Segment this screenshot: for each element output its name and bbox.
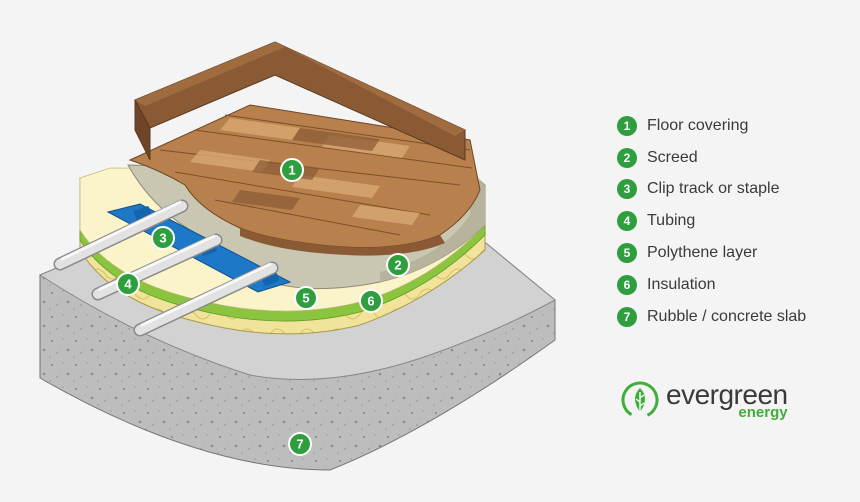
legend-label: Polythene layer: [647, 244, 758, 262]
badge-3: 3: [151, 226, 175, 250]
svg-text:3: 3: [159, 231, 166, 246]
skirting-block: [134, 41, 466, 161]
badge-2: 2: [386, 253, 410, 277]
legend-item-concrete-slab: 7 Rubble / concrete slab: [617, 301, 857, 333]
legend-label: Insulation: [647, 275, 716, 293]
badge-4: 4: [116, 272, 140, 296]
legend-label: Floor covering: [647, 116, 749, 134]
legend-item-tubing: 4 Tubing: [617, 205, 857, 237]
logo-subtitle: energy: [738, 403, 788, 421]
svg-text:6: 6: [367, 294, 374, 309]
badge-6: 6: [359, 289, 383, 313]
legend-label: Screed: [647, 148, 698, 166]
legend-item-clip-track: 3 Clip track or staple: [617, 174, 857, 206]
badge-1: 1: [280, 158, 304, 182]
legend-number: 2: [617, 147, 637, 168]
legend-label: Clip track or staple: [647, 180, 780, 198]
svg-text:2: 2: [394, 258, 401, 273]
logo-wordmark: evergreen: [666, 378, 788, 410]
legend-item-polythene: 5 Polythene layer: [617, 237, 857, 269]
badge-5: 5: [294, 286, 318, 310]
evergreen-energy-logo: evergreen energy: [620, 380, 788, 420]
legend-number: 1: [617, 115, 637, 136]
svg-text:1: 1: [288, 163, 295, 178]
legend-number: 7: [617, 306, 637, 327]
legend-label: Rubble / concrete slab: [647, 307, 807, 325]
legend-item-insulation: 6 Insulation: [617, 269, 857, 301]
underfloor-heating-diagram: 1 2 3 4 5 6 7: [38, 41, 556, 471]
svg-text:4: 4: [124, 277, 132, 292]
svg-text:7: 7: [296, 437, 303, 452]
legend-item-screed: 2 Screed: [617, 142, 857, 174]
legend: 1 Floor covering 2 Screed 3 Clip track o…: [617, 110, 857, 333]
leaf-icon: [621, 381, 659, 419]
floor-covering: [128, 104, 481, 256]
legend-item-floor-covering: 1 Floor covering: [617, 110, 857, 142]
legend-number: 5: [617, 243, 637, 264]
legend-label: Tubing: [647, 212, 696, 230]
svg-text:5: 5: [302, 291, 309, 306]
legend-number: 4: [617, 211, 637, 232]
legend-number: 3: [617, 179, 637, 200]
legend-number: 6: [617, 274, 637, 295]
badge-7: 7: [288, 432, 312, 456]
